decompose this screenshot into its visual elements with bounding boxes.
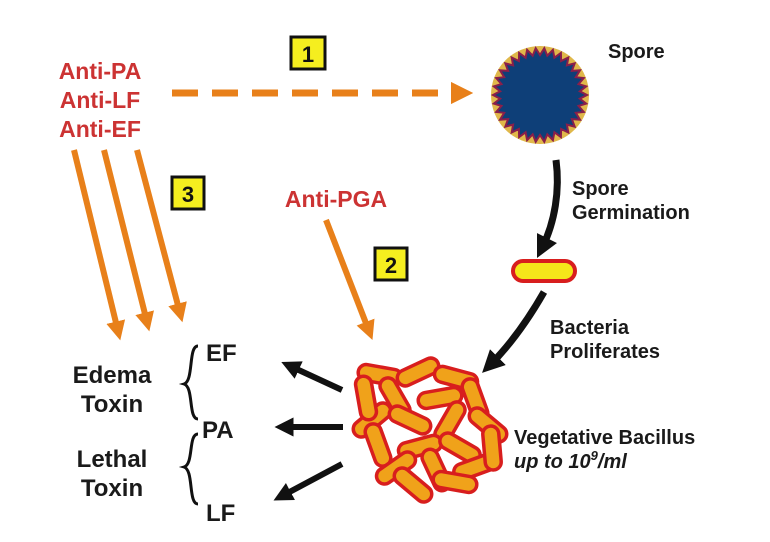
step-box-1 <box>289 35 327 71</box>
bacillus-rod <box>481 424 503 472</box>
bacillus-rod <box>395 356 441 388</box>
lethal-toxin-line2: Toxin <box>81 475 143 502</box>
lethal-toxin-line1: Lethal <box>77 446 148 473</box>
bacillus-rod <box>387 404 433 436</box>
spore-body <box>490 46 590 144</box>
proliferation-arrow <box>482 290 548 373</box>
lethal-brace <box>178 432 199 506</box>
bacillus-rod <box>431 469 479 495</box>
germination-arrow <box>536 159 561 259</box>
pa-label: PA <box>202 417 234 444</box>
vegetative-bacillus-cluster <box>351 356 509 504</box>
bacteria-label-line2: Proliferates <box>550 341 660 363</box>
anti-pga-arrow <box>323 218 375 340</box>
anti-toxin-arrow-2 <box>101 149 154 332</box>
concentration-suffix: /ml <box>597 451 627 473</box>
vegetative-label: Vegetative Bacillus <box>514 427 695 449</box>
concentration-prefix: up to 10 <box>514 451 591 473</box>
germination-label-line2: Germination <box>572 202 690 224</box>
step-number-1: 1 <box>302 42 314 67</box>
edema-toxin-line1: Edema <box>73 362 152 389</box>
edema-toxin-line2: Toxin <box>81 391 143 418</box>
step-box-2 <box>373 246 409 282</box>
anti-pga-label: Anti-PGA <box>285 186 387 212</box>
bacterium-icon <box>511 259 577 283</box>
anti-lf-label: Anti-LF <box>60 87 140 113</box>
concentration-label: up to 109/ml <box>514 448 627 473</box>
anti-ef-label: Anti-EF <box>59 116 141 142</box>
edema-brace <box>178 344 199 421</box>
step-number-3: 3 <box>182 182 194 207</box>
spore-label: Spore <box>608 41 665 63</box>
bacillus-rod <box>353 374 379 422</box>
lf-label: LF <box>206 500 235 527</box>
step-number-2: 2 <box>385 253 397 278</box>
step-box-3 <box>170 175 206 211</box>
bacillus-rod <box>392 466 434 504</box>
anti-toxin-arrow-3 <box>134 149 187 323</box>
spore-icon <box>490 46 590 144</box>
germination-label-line1: Spore <box>572 178 629 200</box>
lf-arrow <box>273 461 344 501</box>
anti-pa-label: Anti-PA <box>59 58 142 84</box>
concentration-exponent: 9 <box>591 448 599 463</box>
ef-arrow <box>281 361 344 393</box>
anti-toxin-arrow-1 <box>71 149 126 341</box>
ef-label: EF <box>206 340 237 367</box>
bacteria-label-line1: Bacteria <box>550 317 630 339</box>
